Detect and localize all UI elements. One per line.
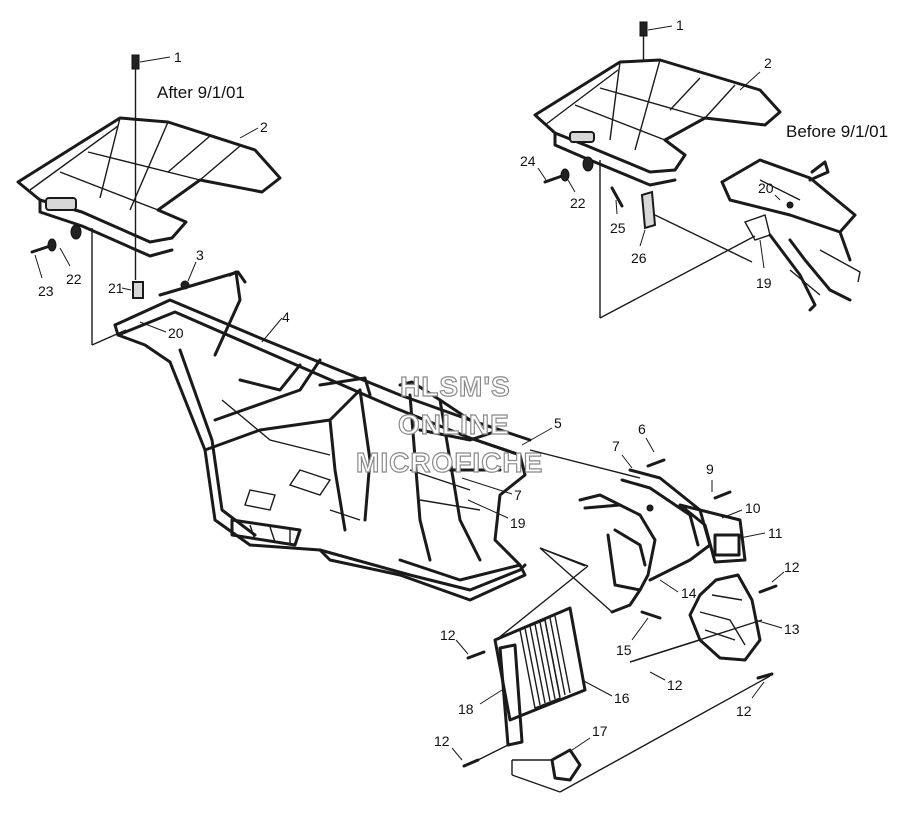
- bolt-9: [713, 490, 732, 500]
- bolt-25: [610, 186, 624, 208]
- callout-14: 14: [681, 585, 697, 601]
- callout-6: 6: [638, 421, 646, 437]
- bolt-12-lower: [756, 672, 774, 680]
- callout-10: 10: [745, 500, 761, 516]
- callout-1-after: 1: [174, 49, 182, 65]
- bolt-24: [543, 156, 594, 184]
- callout-9: 9: [706, 461, 714, 477]
- callout-20-before: 20: [758, 180, 774, 196]
- callout-11: 11: [768, 525, 783, 541]
- callout-25: 25: [610, 220, 626, 236]
- bracket-26: [640, 190, 657, 230]
- bolt-1-before: [639, 21, 648, 60]
- callout-5: 5: [554, 415, 562, 431]
- callout-23: 23: [38, 283, 54, 299]
- bolt-12-left-upper: [466, 650, 486, 660]
- svg-text:ONLINE: ONLINE: [398, 409, 510, 440]
- callout-26: 26: [631, 250, 647, 266]
- rear-rack-after: [16, 116, 282, 258]
- guard-13: [688, 573, 762, 662]
- callout-22-after: 22: [66, 271, 82, 287]
- bolt-15: [640, 610, 662, 620]
- callout-12-mid: 12: [667, 677, 683, 693]
- callout-2-after: 2: [260, 119, 268, 135]
- rear-rack-before: [533, 58, 782, 187]
- callout-17: 17: [592, 723, 608, 739]
- callout-18: 18: [458, 701, 474, 717]
- callout-21: 21: [108, 280, 124, 296]
- callout-24: 24: [520, 153, 536, 169]
- watermark: HLSM'S ONLINE MICROFICHE: [355, 370, 543, 478]
- callout-12-lower-right: 12: [736, 703, 752, 719]
- callout-2-before: 2: [764, 55, 772, 71]
- callout-19-before: 19: [756, 275, 772, 291]
- callout-13: 13: [784, 621, 800, 637]
- callout-16: 16: [614, 690, 630, 706]
- title-after: After 9/1/01: [157, 83, 245, 102]
- bolt-12-upper: [758, 584, 778, 594]
- bolt-23: [30, 224, 82, 254]
- bolt-6: [646, 458, 666, 468]
- block-11: [713, 533, 741, 557]
- callout-3: 3: [196, 247, 204, 263]
- bolt-1-after: [131, 54, 140, 280]
- callout-22-before: 22: [570, 195, 586, 211]
- callout-12-left-lower: 12: [434, 733, 450, 749]
- callout-4: 4: [282, 309, 290, 325]
- spacer-21: [132, 281, 144, 299]
- callout-20-after: 20: [168, 325, 184, 341]
- callout-12-left-upper: 12: [440, 627, 456, 643]
- title-before: Before 9/1/01: [786, 122, 888, 141]
- callout-7-lower: 7: [514, 487, 522, 503]
- bracket-17: [550, 748, 582, 782]
- plate-10: [678, 503, 747, 564]
- callout-15: 15: [616, 642, 632, 658]
- main-frame-4: [113, 270, 532, 602]
- nut-8: [646, 504, 654, 512]
- callout-12-upper-right: 12: [784, 559, 800, 575]
- svg-text:MICROFICHE: MICROFICHE: [356, 447, 543, 478]
- frame-fragment-before: [720, 158, 861, 312]
- callout-19-main: 19: [510, 515, 526, 531]
- callout-7-upper: 7: [612, 438, 620, 454]
- svg-text:HLSM'S: HLSM'S: [400, 371, 511, 402]
- radiator-16: [493, 606, 587, 747]
- callout-1-before: 1: [676, 17, 684, 33]
